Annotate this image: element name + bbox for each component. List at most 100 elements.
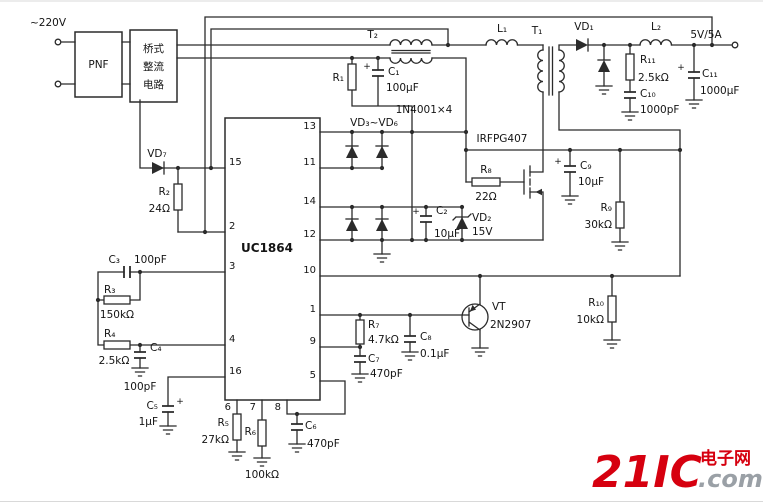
resistor-r1 bbox=[347, 63, 357, 91]
label-r8: R₈ bbox=[480, 164, 492, 176]
pin-11: 11 bbox=[303, 157, 316, 168]
capacitor-c4 bbox=[134, 351, 146, 359]
capacitor-c11 bbox=[688, 71, 700, 79]
plus-c5: + bbox=[176, 397, 184, 407]
label-r4-value: 2.5kΩ bbox=[99, 355, 130, 367]
ic-name: UC1864 bbox=[241, 241, 293, 255]
resistor-r7 bbox=[355, 319, 365, 345]
bridge-label-2: 整流 bbox=[143, 60, 164, 73]
pin-15: 15 bbox=[229, 157, 242, 168]
label-c9-value: 10μF bbox=[578, 176, 604, 188]
bridge-diode-vd4 bbox=[375, 145, 389, 158]
label-r11: R₁₁ bbox=[640, 54, 656, 66]
label-c7: C₇ bbox=[368, 353, 380, 365]
label-r9-value: 30kΩ bbox=[585, 219, 612, 231]
pin-13: 13 bbox=[303, 121, 316, 132]
pin-1: 1 bbox=[310, 304, 316, 315]
label-irfpg407: IRFPG407 bbox=[477, 133, 528, 145]
label-r10-value: 10kΩ bbox=[577, 314, 604, 326]
pin-3: 3 bbox=[229, 261, 235, 272]
label-r6-value: 100kΩ bbox=[245, 469, 279, 481]
wire-left-networks bbox=[97, 99, 226, 427]
watermark-brand: 21IC bbox=[592, 447, 702, 498]
label-c3: C₃ bbox=[108, 254, 120, 266]
ic-uc1864-body bbox=[224, 117, 321, 401]
output-label: 5V/5A bbox=[690, 29, 722, 41]
capacitor-c2 bbox=[420, 215, 432, 223]
bridge-diode-vd5 bbox=[345, 218, 359, 231]
plus-c1: + bbox=[363, 62, 371, 72]
bridge-rectifier-box bbox=[129, 29, 178, 103]
label-c5-value: 1μF bbox=[139, 416, 158, 428]
label-r4: R₄ bbox=[104, 328, 116, 340]
capacitor-c3 bbox=[123, 266, 131, 278]
capacitor-c8 bbox=[404, 335, 416, 343]
bridge-diode-vd3 bbox=[345, 145, 359, 158]
label-vt: VT bbox=[492, 301, 506, 313]
wire-bottom-right-networks bbox=[236, 275, 681, 459]
resistor-r6 bbox=[257, 419, 267, 447]
ac-terminal-bottom bbox=[54, 80, 62, 88]
label-c6: C₆ bbox=[305, 420, 317, 432]
wire-output-stage bbox=[529, 44, 733, 277]
bridge-label-3: 电路 bbox=[143, 78, 164, 91]
label-c6-value: 470pF bbox=[307, 438, 340, 450]
capacitor-c6 bbox=[291, 423, 303, 431]
label-l1: L₁ bbox=[497, 23, 507, 35]
label-c9: C₉ bbox=[580, 160, 592, 172]
wire-input-top-rails bbox=[59, 16, 713, 233]
capacitor-c10 bbox=[624, 91, 636, 99]
label-r10: R₁₀ bbox=[588, 297, 604, 309]
capacitor-c5 bbox=[162, 405, 174, 413]
label-vt-value: 2N2907 bbox=[490, 319, 531, 331]
pin-5: 5 bbox=[310, 370, 316, 381]
plus-c2: + bbox=[412, 207, 420, 217]
bridge-diode-vd6 bbox=[375, 218, 389, 231]
label-r1: R₁ bbox=[332, 72, 344, 84]
diode-vd7 bbox=[152, 161, 165, 175]
plus-c9: + bbox=[554, 157, 562, 167]
label-r7: R₇ bbox=[368, 319, 380, 331]
resistor-r3 bbox=[103, 295, 131, 305]
resistor-r4 bbox=[103, 340, 131, 350]
label-1n4001: 1N4001×4 bbox=[396, 104, 453, 116]
label-c2-value: 10μF bbox=[434, 228, 460, 240]
label-vd3-vd6: VD₃~VD₆ bbox=[350, 117, 398, 129]
transistor-vt-symbol bbox=[461, 303, 489, 331]
pin-9: 9 bbox=[310, 336, 316, 347]
label-c10: C₁₀ bbox=[640, 88, 656, 100]
label-c10-value: 1000pF bbox=[640, 104, 679, 116]
label-vd7: VD₇ bbox=[147, 148, 166, 160]
pin-6: 6 bbox=[225, 402, 231, 413]
pin-8: 8 bbox=[275, 402, 281, 413]
pnf-filter-box bbox=[74, 31, 123, 98]
label-vd2: VD₂ bbox=[472, 212, 491, 224]
mosfet-irfpg407-symbol bbox=[523, 165, 542, 199]
label-c1-value: 100μF bbox=[386, 82, 419, 94]
capacitor-c9 bbox=[564, 165, 576, 173]
transformer-t2 bbox=[389, 39, 433, 64]
plus-c11: + bbox=[677, 63, 685, 73]
label-c8-value: 0.1μF bbox=[420, 348, 449, 360]
label-c2: C₂ bbox=[436, 205, 448, 217]
label-r3-value: 150kΩ bbox=[100, 309, 134, 321]
watermark-domain: .com bbox=[698, 465, 763, 493]
watermark-site: 电子网 bbox=[700, 448, 751, 469]
bridge-label-1: 桥式 bbox=[143, 42, 164, 55]
capacitor-c7 bbox=[354, 355, 366, 363]
ac-input-label: ~220V bbox=[30, 17, 67, 29]
transformer-t1 bbox=[537, 46, 565, 96]
label-c5: C₅ bbox=[146, 400, 158, 412]
pin-16: 16 bbox=[229, 366, 242, 377]
label-r5-value: 27kΩ bbox=[202, 434, 229, 446]
label-c11: C₁₁ bbox=[702, 68, 718, 80]
resistor-r5 bbox=[232, 413, 242, 441]
label-r8-value: 22Ω bbox=[475, 191, 496, 203]
label-r2-value: 24Ω bbox=[149, 203, 170, 215]
label-t2: T₂ bbox=[366, 29, 378, 41]
zener-diode-vd2 bbox=[452, 213, 472, 229]
freewheel-diode bbox=[597, 59, 611, 72]
wire-bridge-gate bbox=[319, 57, 681, 255]
